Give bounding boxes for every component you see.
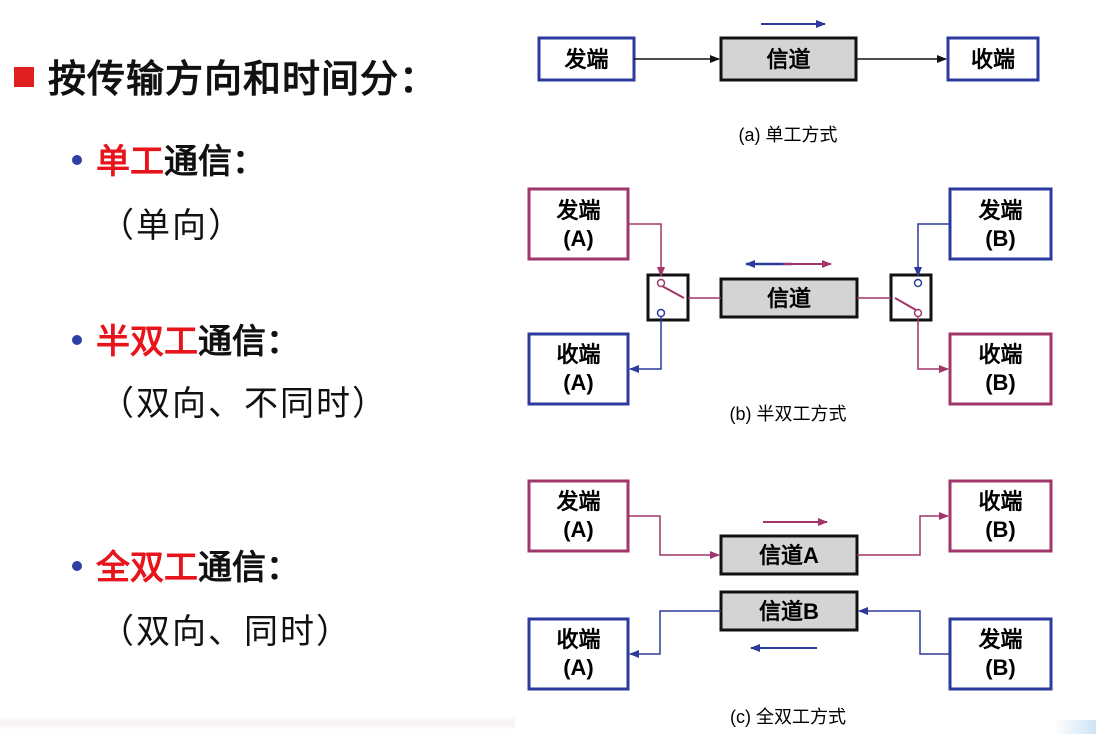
switch-a-bottom-contact-icon (656, 308, 666, 318)
half-duplex-term: 半双工 (96, 322, 198, 362)
half-duplex-diagram: 发端 (A) 收端 (A) 发端 (B) 收端 (B) 信道 (527, 187, 1053, 424)
simplex-receiver-box (946, 36, 1040, 82)
full-sender-b-box (948, 617, 1053, 691)
full-duplex-suffix: 通信： (198, 548, 300, 588)
half-receiver-b-box (948, 332, 1053, 406)
full-channel-b-label: 信道B (759, 599, 819, 624)
full-channel-a-box (719, 534, 859, 576)
half-sender-a-box (527, 187, 630, 261)
full-channel-a-label: 信道A (759, 543, 819, 568)
half-receiver-a-wire (629, 317, 662, 373)
half-channel-box (719, 277, 859, 319)
full-channel-b-in-wire (858, 607, 950, 655)
switch-a-top-contact-icon (656, 278, 666, 288)
caption-half-duplex: (b) 半双工方式 (730, 404, 847, 424)
half-receiver-b-wire (917, 317, 949, 373)
half-sender-b-label: 发端 (977, 198, 1022, 223)
full-receiver-b-tag: (B) (985, 517, 1016, 542)
half-sender-b-box (948, 187, 1053, 261)
bullet-dot-icon (72, 561, 82, 571)
half-sender-b-wire (914, 223, 950, 277)
full-channel-a-in-wire (628, 515, 720, 559)
half-sender-a-wire (628, 223, 665, 277)
half-receiver-b-tag: (B) (985, 370, 1016, 395)
simplex-description: （单向） (100, 206, 244, 246)
simplex-channel-box (719, 36, 858, 82)
full-sender-a-box (527, 479, 630, 553)
caption-simplex: (a) 单工方式 (739, 125, 838, 145)
full-channel-b-box (719, 590, 859, 632)
half-sender-a-tag: (A) (563, 226, 594, 251)
half-receiver-b-label: 收端 (978, 342, 1022, 367)
heading-text: 按传输方向和时间分： (48, 57, 439, 101)
full-sender-b-label: 发端 (977, 627, 1022, 652)
simplex-receiver-label: 收端 (971, 47, 1015, 72)
switch-a-lever (661, 285, 685, 299)
simplex-sender-box (537, 36, 636, 82)
full-receiver-a-tag: (A) (563, 655, 594, 680)
bullet-dot-icon (72, 155, 82, 165)
full-receiver-a-label: 收端 (556, 627, 600, 652)
switch-b-top-contact-icon (913, 278, 923, 288)
half-receiver-a-label: 收端 (556, 342, 600, 367)
full-sender-b-tag: (B) (985, 655, 1016, 680)
full-receiver-b-box (948, 479, 1053, 553)
simplex-suffix: 通信： (164, 142, 266, 182)
full-duplex-item: 全双工通信： (72, 540, 300, 589)
full-duplex-description: （双向、同时） (100, 612, 352, 652)
simplex-diagram: 发端 信道 收端 (a) 单工方式 (537, 20, 1040, 145)
full-duplex-term: 全双工 (96, 548, 198, 588)
half-receiver-a-box (527, 332, 630, 406)
corner-glow (1054, 720, 1096, 734)
half-sender-b-tag: (B) (985, 226, 1016, 251)
switch-b-bottom-contact-icon (913, 308, 923, 318)
full-sender-a-tag: (A) (563, 517, 594, 542)
half-duplex-suffix: 通信： (198, 322, 300, 362)
caption-full-duplex: (c) 全双工方式 (730, 707, 846, 727)
transmission-modes-diagram: 发端 信道 收端 (a) 单工方式 发端 (A) 收端 (A) 发端 (B) 收… (527, 20, 1053, 727)
simplex-item: 单工通信： (72, 134, 266, 183)
full-channel-b-out-wire (629, 610, 721, 658)
bottom-glow (0, 716, 515, 730)
full-duplex-diagram: 发端 (A) 收端 (A) 收端 (B) 发端 (B) 信道A 信道B (c) … (527, 479, 1053, 727)
full-receiver-b-label: 收端 (978, 489, 1022, 514)
simplex-term: 单工 (96, 142, 164, 182)
full-receiver-a-box (527, 617, 630, 691)
half-sender-a-label: 发端 (555, 198, 600, 223)
full-sender-a-label: 发端 (555, 489, 600, 514)
simplex-sender-label: 发端 (563, 47, 608, 72)
full-channel-a-out-wire (857, 512, 949, 556)
half-duplex-description: （双向、不同时） (100, 384, 388, 424)
half-duplex-item: 半双工通信： (72, 314, 300, 363)
half-channel-label: 信道 (767, 286, 811, 311)
explanation-panel: 按传输方向和时间分： 单工通信： （单向） 半双工通信： （双向、不同时） 全双… (0, 0, 520, 744)
bullet-square-icon (14, 67, 34, 87)
simplex-channel-label: 信道 (766, 47, 810, 72)
switch-b-lever (894, 297, 917, 311)
bullet-dot-icon (72, 335, 82, 345)
half-receiver-a-tag: (A) (563, 370, 594, 395)
half-switch-b (889, 273, 933, 322)
section-heading: 按传输方向和时间分： (14, 48, 438, 103)
